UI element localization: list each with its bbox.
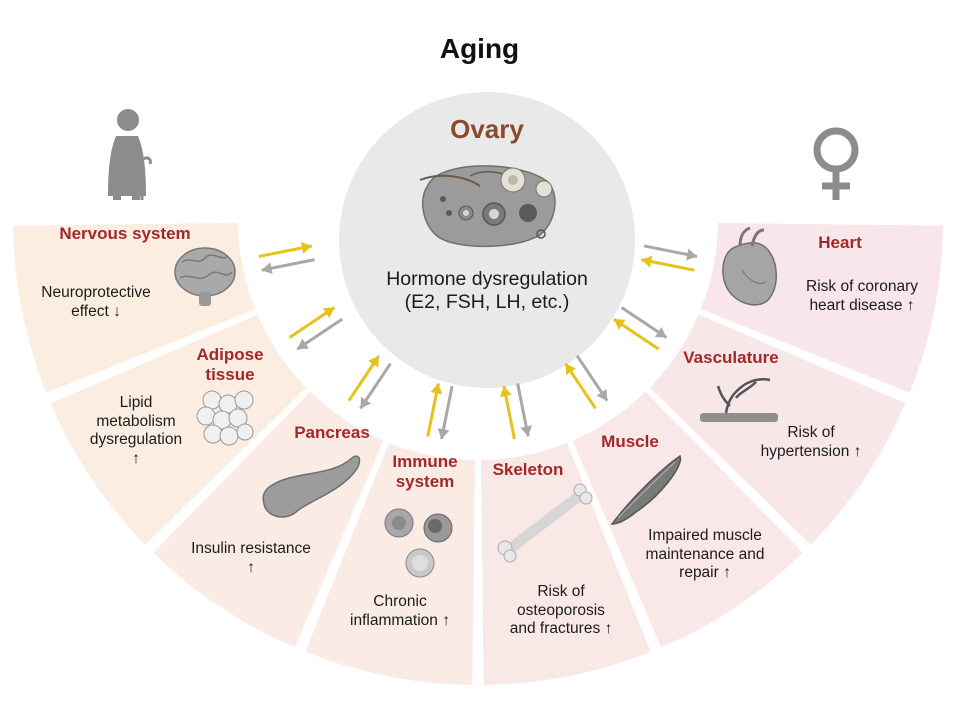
vasculature-title: Vasculature [683,348,779,367]
heart-title: Heart [818,233,862,252]
ovary-title: Ovary [450,114,524,144]
blood-vessel-icon [700,377,778,422]
muscle-desc: Impaired muscle maintenance and repair ↑ [620,527,790,583]
pancreas-icon [262,455,361,518]
skeleton-title: Skeleton [492,460,564,479]
sector-immune [305,442,476,685]
muscle-icon [610,454,682,525]
arrow-to-immune-head [437,428,450,440]
diagram-title: Aging [439,33,520,64]
sector-adipose [50,314,307,545]
arrow-to-muscle-head [596,389,608,401]
desc-line: Risk of [787,424,835,441]
arrow-from-immune-head [430,383,443,395]
title-line: Adipose [196,345,264,364]
skeleton-desc: Risk of osteoporosis and fractures ↑ [486,583,636,639]
arrow-from-skeleton-head [499,386,512,398]
title-line: system [395,472,455,492]
ovary-icon [419,165,556,248]
desc-line: Chronic [373,593,427,610]
title-line: Immune [392,452,458,471]
muscle-title: Muscle [601,432,659,451]
desc-line: dysregulation [89,431,183,449]
arrow-from-adipose-head [322,307,335,319]
hormone-arrows [258,241,698,440]
desc-line: Impaired muscle [648,527,762,544]
nervous-system-desc: Neuroprotective effect ↓ [16,284,176,321]
vasculature-desc: Risk of hypertension ↑ [736,424,886,461]
sector-pancreas [153,391,384,648]
immune-cells-icon [384,508,453,578]
nervous-system-title: Nervous system [59,224,191,243]
desc-line: and fractures ↑ [509,620,613,638]
hormone-dysregulation-label: Hormone dysregulation (E2, FSH, LH, etc.… [357,268,617,315]
desc-line: heart disease ↑ [809,296,915,314]
center-line-1: Hormone dysregulation [386,268,588,290]
adipose-tissue-desc: Lipid metabolism dysregulation ↑ [66,394,206,468]
center-line-2: (E2, FSH, LH, etc.) [404,291,570,314]
desc-line: Insulin resistance [191,540,311,557]
arrow-from-nervous-head [300,241,312,254]
desc-line: inflammation ↑ [350,611,450,629]
desc-line: Neuroprotective [41,284,151,301]
desc-line: ↑ [132,449,140,467]
pancreas-title: Pancreas [294,423,370,442]
desc-line: repair ↑ [679,564,731,582]
arrow-from-muscle-head [565,363,577,376]
desc-line: Risk of [537,583,585,600]
desc-line: Risk of coronary [806,278,918,295]
desc-line: hypertension ↑ [760,442,862,460]
heart-icon [722,226,777,306]
brain-icon [174,247,236,306]
adipose-cells-icon [196,390,254,446]
desc-line: osteoporosis [517,601,605,619]
elderly-woman-icon [108,109,152,200]
adipose-tissue-title: Adipose tissue [170,345,290,386]
heart-desc: Risk of coronary heart disease ↑ [782,278,942,315]
desc-line: effect ↓ [71,302,121,320]
title-line: tissue [205,365,255,385]
arrow-to-adipose-head [297,338,309,350]
desc-line: ↑ [247,558,255,576]
arrow-to-skeleton-head [520,425,533,437]
desc-line: maintenance and [645,545,765,563]
arrow-to-nervous-head [261,262,273,275]
sector-vasculature [649,314,906,545]
immune-system-desc: Chronic inflammation ↑ [330,593,470,630]
pancreas-desc: Insulin resistance ↑ [166,540,336,577]
immune-system-title: Immune system [365,452,485,493]
arrow-to-vasculature-head [654,326,667,338]
sector-skeleton [480,442,651,685]
arrow-from-pancreas-head [368,355,379,368]
sector-muscle [572,391,803,648]
arrow-from-vasculature-head [613,319,626,330]
desc-line: metabolism [96,412,176,430]
bone-icon [497,483,593,563]
desc-line: Lipid [119,394,153,411]
arrow-from-heart-head [641,255,653,268]
female-symbol-icon [813,127,859,200]
arrow-to-pancreas-head [360,396,372,409]
arrow-to-heart-head [686,248,698,261]
